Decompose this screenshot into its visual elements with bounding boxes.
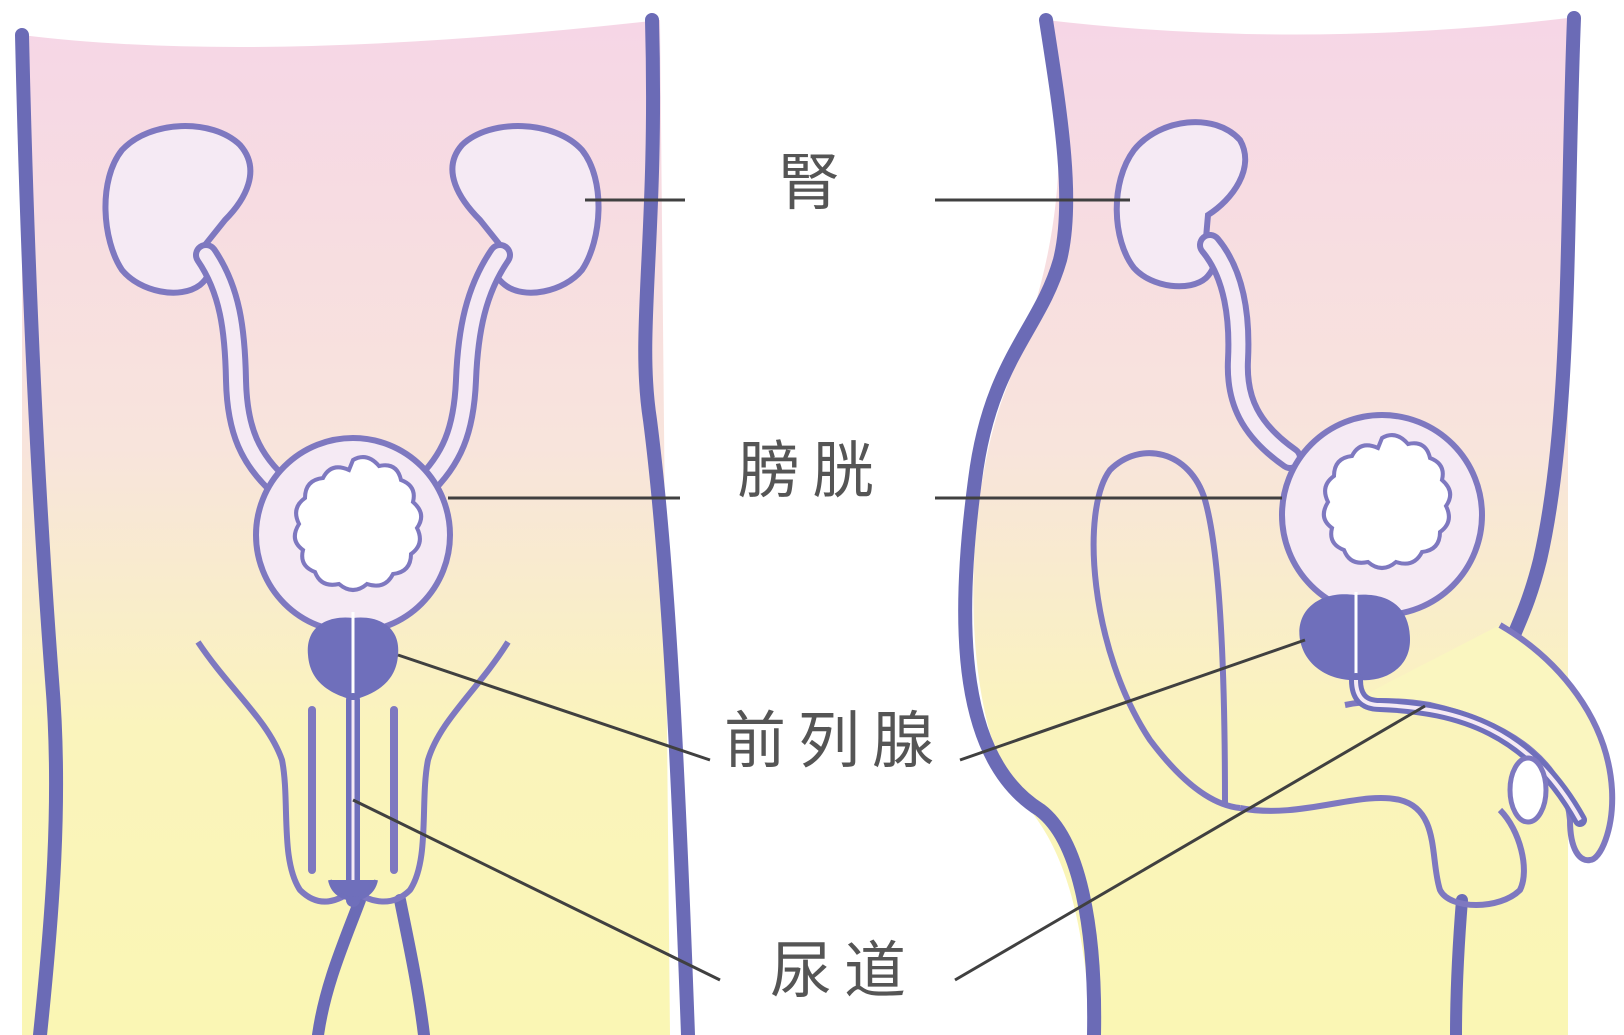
side-leg-back-outline [1456,900,1462,1035]
bladder-label: 膀胱 [738,440,886,502]
kidney-label: 腎 [778,152,852,214]
urethra-label: 尿道 [770,940,918,1002]
front-view [22,20,688,1035]
prostate-label: 前列腺 [724,710,946,772]
side-view [965,18,1612,1035]
side-testis [1510,758,1546,822]
